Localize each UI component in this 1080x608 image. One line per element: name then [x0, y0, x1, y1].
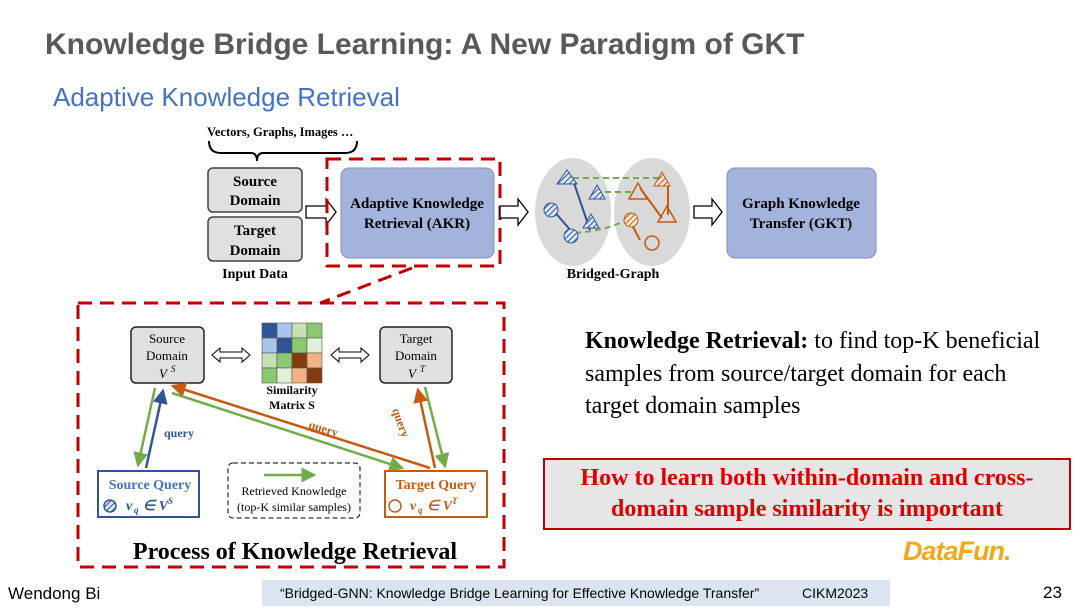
- matrix-cell: [276, 352, 293, 369]
- matrix-cell: [291, 367, 308, 384]
- slide-subtitle: Adaptive Knowledge Retrieval: [53, 82, 400, 112]
- svg-text:∈ V: ∈ V: [143, 499, 170, 514]
- legend-box: Retrieved Knowledge (top-K similar sampl…: [227, 462, 361, 519]
- matrix-cell: [261, 322, 278, 339]
- matrix-cell: [261, 352, 278, 369]
- input-data-label: Input Data: [222, 267, 288, 282]
- footer-author: Wendong Bi: [8, 584, 101, 603]
- source-query-box: Source Query v q ∈ V S: [97, 470, 200, 518]
- svg-text:Target Query: Target Query: [396, 478, 477, 493]
- footer-citation-box: [262, 580, 890, 606]
- highlight-box: How to learn both within-domain and cros…: [543, 458, 1071, 530]
- matrix-cell: [306, 322, 323, 339]
- svg-text:q: q: [134, 505, 139, 515]
- akr-box: Adaptive Knowledge Retrieval (AKR): [340, 167, 495, 259]
- double-arrow-icon: [211, 346, 251, 364]
- hatched-circle-icon: [103, 499, 117, 513]
- footer-paper-title: “Bridged-GNN: Knowledge Bridge Learning …: [280, 585, 760, 601]
- svg-text:∈ V: ∈ V: [427, 499, 454, 514]
- knowledge-retrieval-description: to find top-K beneficial samples from so…: [585, 328, 1041, 419]
- query-label-target: query: [389, 406, 412, 439]
- svg-text:(top-K similar samples): (top-K similar samples): [237, 500, 351, 514]
- matrix-cell: [276, 322, 293, 339]
- query-label-cross: query: [307, 417, 340, 439]
- svg-text:T: T: [420, 364, 426, 374]
- svg-text:Retrieved Knowledge: Retrieved Knowledge: [242, 484, 347, 498]
- circle-icon: [388, 499, 402, 513]
- svg-text:Target: Target: [234, 223, 276, 239]
- svg-text:Target: Target: [400, 331, 433, 346]
- svg-text:Domain: Domain: [146, 348, 188, 363]
- query-arrows: [133, 382, 450, 472]
- svg-text:Domain: Domain: [395, 348, 437, 363]
- similarity-matrix: [261, 322, 323, 384]
- arrow-icon: [305, 197, 337, 227]
- svg-text:Transfer (GKT): Transfer (GKT): [750, 216, 852, 232]
- svg-text:V: V: [159, 366, 169, 381]
- knowledge-retrieval-text: Knowledge Retrieval: to find top-K benef…: [585, 325, 1055, 423]
- svg-text:Source Query: Source Query: [109, 478, 192, 493]
- double-arrow-icon: [330, 346, 370, 364]
- svg-text:v: v: [126, 499, 133, 514]
- matrix-cell: [276, 367, 293, 384]
- svg-text:v: v: [410, 499, 417, 514]
- svg-text:Domain: Domain: [230, 193, 281, 209]
- matrix-cell: [261, 367, 278, 384]
- arrow-icon: [693, 197, 723, 227]
- input-source-domain-box: Source Domain: [207, 167, 303, 213]
- matrix-cell: [291, 337, 308, 354]
- process-target-domain-box: Target Domain V T: [379, 326, 453, 384]
- svg-text:Source: Source: [233, 174, 277, 190]
- brace: [208, 140, 358, 162]
- bridged-graph: [535, 158, 690, 266]
- bridged-graph-label: Bridged-Graph: [567, 267, 660, 282]
- matrix-cell: [291, 352, 308, 369]
- matrix-cell: [306, 367, 323, 384]
- input-types-label: Vectors, Graphs, Images …: [207, 125, 353, 139]
- gkt-box: Graph Knowledge Transfer (GKT): [726, 167, 877, 259]
- svg-text:S: S: [171, 364, 176, 374]
- input-target-domain-box: Target Domain: [207, 216, 303, 262]
- matrix-cell: [306, 352, 323, 369]
- process-dashed-box: [76, 301, 506, 569]
- svg-text:Adaptive Knowledge: Adaptive Knowledge: [350, 196, 484, 212]
- svg-text:Retrieval (AKR): Retrieval (AKR): [364, 216, 470, 232]
- matrix-cell: [261, 337, 278, 354]
- svg-text:S: S: [168, 496, 173, 506]
- svg-text:Source: Source: [149, 331, 185, 346]
- matrix-cell: [306, 337, 323, 354]
- svg-text:Domain: Domain: [230, 243, 281, 259]
- arrow-icon: [499, 197, 529, 227]
- datafun-logo: DataFun.: [903, 536, 1012, 566]
- svg-text:q: q: [418, 505, 423, 515]
- zoom-connector: [319, 266, 413, 305]
- matrix-label: Similarity: [266, 383, 317, 397]
- svg-text:T: T: [452, 496, 458, 506]
- target-query-box: Target Query v q ∈ V T: [384, 470, 488, 518]
- process-title: Process of Knowledge Retrieval: [133, 539, 457, 565]
- query-label-source: query: [164, 426, 194, 440]
- svg-text:Graph Knowledge: Graph Knowledge: [742, 196, 860, 212]
- matrix-cell: [276, 337, 293, 354]
- matrix-label: Matrix S: [269, 398, 315, 412]
- svg-text:V: V: [408, 366, 418, 381]
- knowledge-retrieval-label: Knowledge Retrieval:: [585, 328, 809, 354]
- process-source-domain-box: Source Domain V S: [130, 326, 205, 384]
- footer-venue: CIKM2023: [802, 585, 869, 601]
- matrix-cell: [291, 322, 308, 339]
- page-number: 23: [1043, 583, 1062, 602]
- slide-title: Knowledge Bridge Learning: A New Paradig…: [45, 28, 805, 61]
